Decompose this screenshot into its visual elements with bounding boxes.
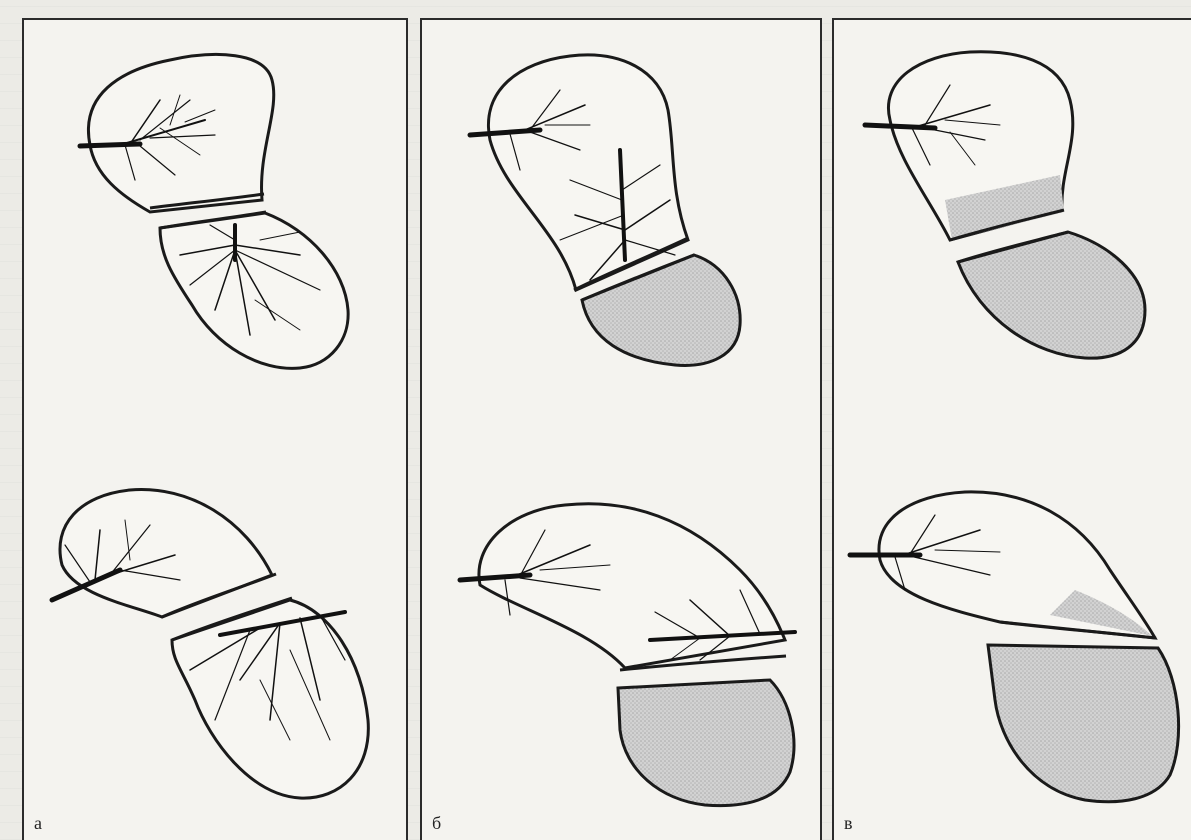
lobe-lower-a1 [160,213,348,368]
lobe-upper-a1 [88,55,273,212]
lobe-lower-c2-shaded [988,645,1179,802]
lobe-lower-b2-shaded [618,680,794,806]
lobe-upper-a2 [60,490,272,617]
lobe-upper-b2 [479,504,785,668]
lobe-lower-c1-shaded [958,232,1145,358]
lobe-upper-b1 [488,55,688,290]
